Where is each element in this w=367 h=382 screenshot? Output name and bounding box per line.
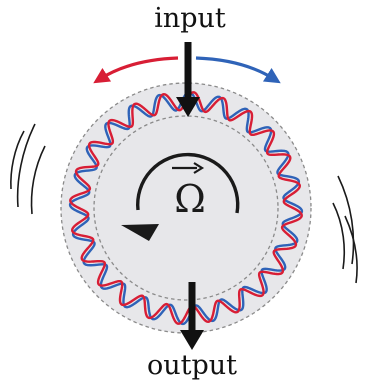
- blue-propagation-arrow: [195, 56, 281, 84]
- circular-arrow-icon: [121, 152, 240, 241]
- vibration-lines-right: [332, 175, 358, 284]
- rotation-symbol: Ω: [174, 177, 206, 221]
- clockwise-wave: [69, 91, 303, 325]
- output-arrow-head: [180, 330, 204, 350]
- input-arrow-head: [176, 97, 200, 117]
- vibration-lines-left: [10, 123, 46, 215]
- inner-ring-boundary: [93, 115, 279, 301]
- output-label: output: [147, 350, 237, 381]
- input-label: input: [154, 3, 226, 34]
- counterclockwise-wave: [68, 90, 304, 326]
- red-propagation-arrow: [93, 56, 179, 84]
- vector-arrow-icon: [172, 162, 205, 174]
